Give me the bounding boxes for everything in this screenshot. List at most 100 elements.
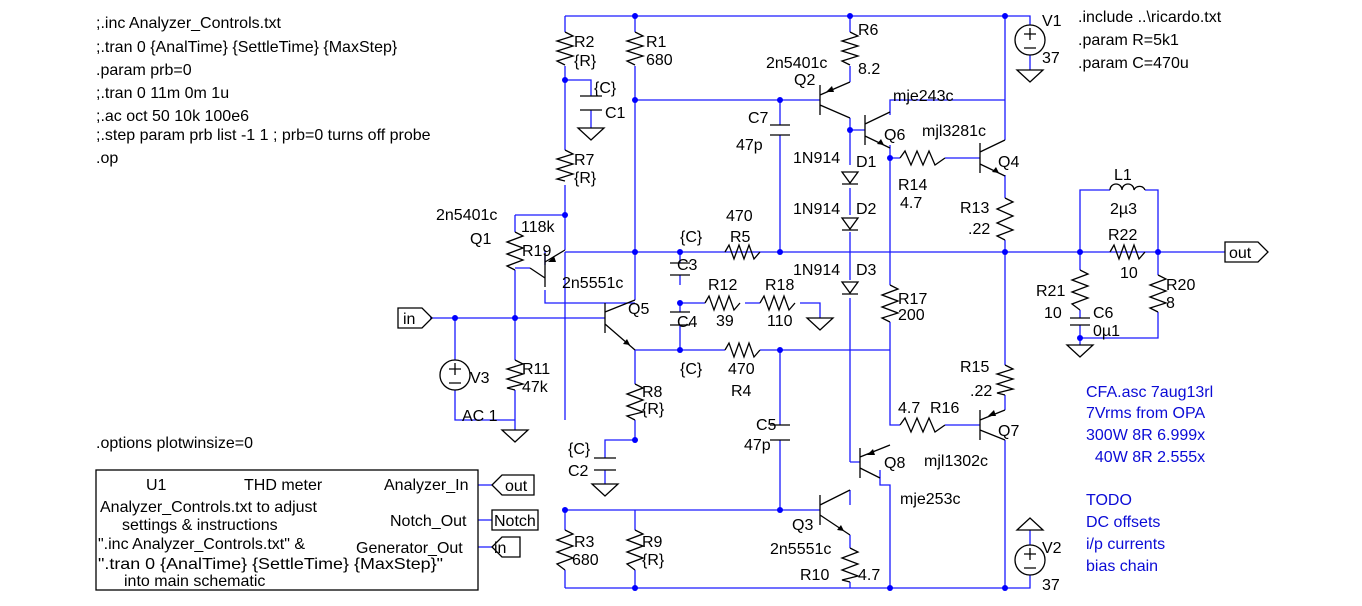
value-r11: 47k bbox=[522, 379, 549, 396]
transistor-q1 bbox=[529, 249, 566, 287]
transistor-q6 bbox=[864, 111, 891, 149]
todo-line: i/p currents bbox=[1086, 536, 1165, 553]
include-line: .param R=5k1 bbox=[1078, 32, 1179, 49]
capacitor-c4 bbox=[670, 311, 690, 326]
note-line: CFA.asc 7aug13rl bbox=[1086, 384, 1213, 401]
transistor-q4 bbox=[979, 139, 1006, 177]
todo-line: bias chain bbox=[1086, 558, 1158, 575]
value-r2: {R} bbox=[574, 53, 597, 70]
type-q6: mje243c bbox=[893, 88, 953, 105]
voltage-source-v2 bbox=[1014, 544, 1046, 576]
type-q1: 2n5401c bbox=[436, 207, 497, 224]
resistor-r20 bbox=[1148, 274, 1169, 313]
type-q8-driver: mje253c bbox=[900, 491, 960, 508]
component-labels: R2 {R} R1 680 {C} C1 R7 {R} R6 8.2 2n540… bbox=[403, 13, 1252, 594]
ground-symbols bbox=[500, 69, 1095, 531]
resistor-r4 bbox=[724, 341, 761, 359]
type-q4: mjl3281c bbox=[922, 123, 986, 140]
value-r6: 8.2 bbox=[858, 61, 880, 78]
value-c2: {C} bbox=[568, 441, 591, 458]
capacitor-c3 bbox=[670, 262, 690, 276]
value-r1: 680 bbox=[646, 52, 673, 69]
type-d3: 1N914 bbox=[793, 262, 840, 279]
flag-out bbox=[1224, 241, 1269, 263]
resistor-r15 bbox=[994, 364, 1016, 396]
type-q2: 2n5401c bbox=[766, 55, 827, 72]
todo-line: DC offsets bbox=[1086, 514, 1160, 531]
u1-net-notch: Notch bbox=[494, 513, 536, 530]
resistor-r12 bbox=[704, 294, 741, 312]
todo-block: TODO DC offsets i/p currents bias chain bbox=[1086, 492, 1165, 575]
capacitor-c6 bbox=[1070, 317, 1090, 326]
label-out: out bbox=[1229, 245, 1252, 262]
value-c4: {C} bbox=[680, 361, 703, 378]
value-r4: 470 bbox=[728, 361, 755, 378]
type-d1: 1N914 bbox=[793, 150, 840, 167]
resistor-r3 bbox=[555, 529, 575, 571]
resistor-r7 bbox=[554, 149, 576, 182]
value-r13: .22 bbox=[968, 221, 990, 238]
u1-desc-line: Analyzer_Controls.txt to adjust bbox=[100, 499, 318, 516]
label-in: in bbox=[403, 311, 415, 328]
capacitor-c1 bbox=[580, 95, 602, 111]
u1-pin-notch-out: Notch_Out bbox=[390, 513, 467, 530]
transistors bbox=[529, 81, 1006, 536]
junction-dots bbox=[452, 13, 1161, 591]
label-v3: V3 bbox=[470, 370, 490, 387]
transistor-q2 bbox=[819, 81, 851, 119]
type-q3: 2n5551c bbox=[770, 541, 831, 558]
label-r1: R1 bbox=[646, 34, 667, 51]
label-q1: Q1 bbox=[470, 231, 491, 248]
ground-icon bbox=[590, 483, 620, 497]
resistors bbox=[504, 31, 1169, 583]
label-c1: C1 bbox=[605, 105, 626, 122]
label-d3: D3 bbox=[856, 262, 877, 279]
label-r11: R11 bbox=[522, 361, 550, 378]
directive-line: ;.tran 0 {AnalTime} {SettleTime} {MaxSte… bbox=[96, 39, 398, 56]
net-flags bbox=[397, 241, 1269, 558]
directive-line: ;.tran 0 11m 0m 1u bbox=[96, 85, 229, 102]
value-r21: 10 bbox=[1044, 305, 1062, 322]
resistor-r19 bbox=[505, 231, 525, 271]
u1-box bbox=[95, 469, 479, 591]
value-r8: {R} bbox=[642, 401, 665, 418]
label-c2: C2 bbox=[568, 463, 589, 480]
diode-d2 bbox=[840, 217, 860, 231]
label-d2: D2 bbox=[856, 201, 877, 218]
label-l1: L1 bbox=[1114, 167, 1132, 184]
label-q5: Q5 bbox=[628, 301, 649, 318]
label-d1: D1 bbox=[856, 154, 877, 171]
sources bbox=[439, 24, 1046, 576]
value-r22: 10 bbox=[1120, 265, 1138, 282]
label-q8: Q8 bbox=[884, 455, 905, 472]
resistor-r2 bbox=[554, 31, 576, 66]
label-q6: Q6 bbox=[884, 127, 905, 144]
directive-line: ;.inc Analyzer_Controls.txt bbox=[96, 15, 282, 32]
resistor-r13 bbox=[995, 197, 1015, 241]
label-q7: Q7 bbox=[998, 423, 1019, 440]
value-r17: 200 bbox=[898, 307, 925, 324]
include-line: .include ..\ricardo.txt bbox=[1078, 9, 1222, 26]
ground-icon bbox=[576, 127, 606, 141]
resistor-r9 bbox=[625, 529, 645, 571]
note-line: 300W 8R 6.999x bbox=[1086, 427, 1205, 444]
type-d2: 1N914 bbox=[793, 201, 840, 218]
resistor-r14 bbox=[899, 149, 946, 167]
label-v2: V2 bbox=[1042, 540, 1062, 557]
resistor-r1 bbox=[624, 31, 646, 66]
label-q3: Q3 bbox=[792, 517, 813, 534]
label-q2: Q2 bbox=[794, 72, 815, 89]
supply-arrow-icon bbox=[1015, 517, 1045, 531]
resistor-r17 bbox=[880, 284, 901, 323]
include-block: .include ..\ricardo.txt .param R=5k1 .pa… bbox=[1078, 9, 1222, 72]
label-r9: R9 bbox=[642, 534, 663, 551]
ground-icon bbox=[805, 317, 835, 331]
note-line: 7Vrms from OPA bbox=[1086, 405, 1205, 422]
directive-line: ;.ac oct 50 10k 100e6 bbox=[96, 108, 249, 125]
value-c6: 0µ1 bbox=[1093, 323, 1120, 340]
label-r2: R2 bbox=[574, 34, 595, 51]
todo-line: TODO bbox=[1086, 492, 1132, 509]
value-r14: 4.7 bbox=[900, 195, 922, 212]
u1-desc-line: into main schematic bbox=[124, 573, 265, 590]
label-r17: R17 bbox=[898, 291, 927, 308]
